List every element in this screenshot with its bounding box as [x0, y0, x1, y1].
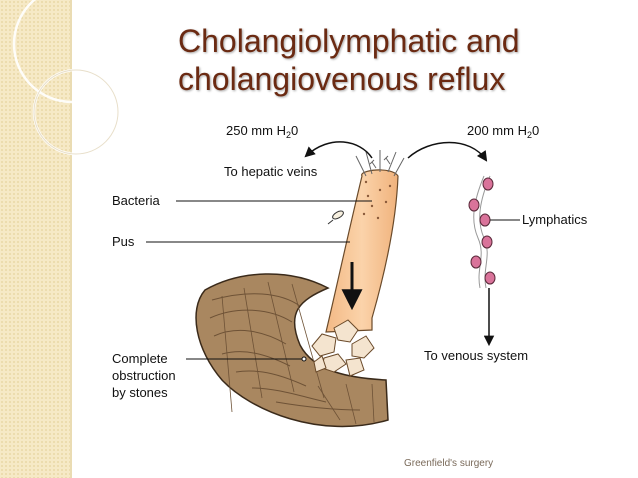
source-credit: Greenfield's surgery [404, 458, 494, 469]
gallstones [311, 319, 375, 377]
duodenum [195, 273, 389, 428]
bacterium [327, 210, 344, 225]
slide-title: Cholangiolymphatic and cholangiovenous r… [178, 22, 618, 98]
bacteria-label: Bacteria [112, 193, 160, 208]
arrow-to-lymphatics [407, 141, 488, 162]
bile-duct [325, 169, 399, 333]
arrow-to-hepatic-veins [304, 141, 373, 159]
obstruction-point [301, 356, 307, 362]
title-line-1: Cholangiolymphatic and [178, 23, 520, 59]
lymphatics-label: Lymphatics [522, 212, 588, 227]
decorative-side-panel [0, 0, 70, 478]
decorative-rings [12, 0, 132, 156]
pressure-label-left: 250 mm H20 [226, 123, 298, 140]
title-line-2: cholangiovenous reflux [178, 61, 506, 97]
pressure-label-right: 200 mm H20 [467, 123, 539, 140]
pus-label: Pus [112, 234, 135, 249]
obstruction-label-line-3: by stones [112, 385, 168, 400]
lymphatic-vessel [473, 175, 491, 289]
venous-system-label: To venous system [424, 348, 528, 363]
side-panel-edge [70, 0, 72, 478]
duct-top-spray [355, 150, 405, 177]
bacteria-dots [362, 180, 392, 220]
hepatic-veins-label: To hepatic veins [224, 164, 318, 179]
obstruction-label-line-2: obstruction [112, 368, 176, 383]
lymph-nodes [468, 177, 496, 285]
obstruction-label-line-1: Complete [112, 351, 168, 366]
